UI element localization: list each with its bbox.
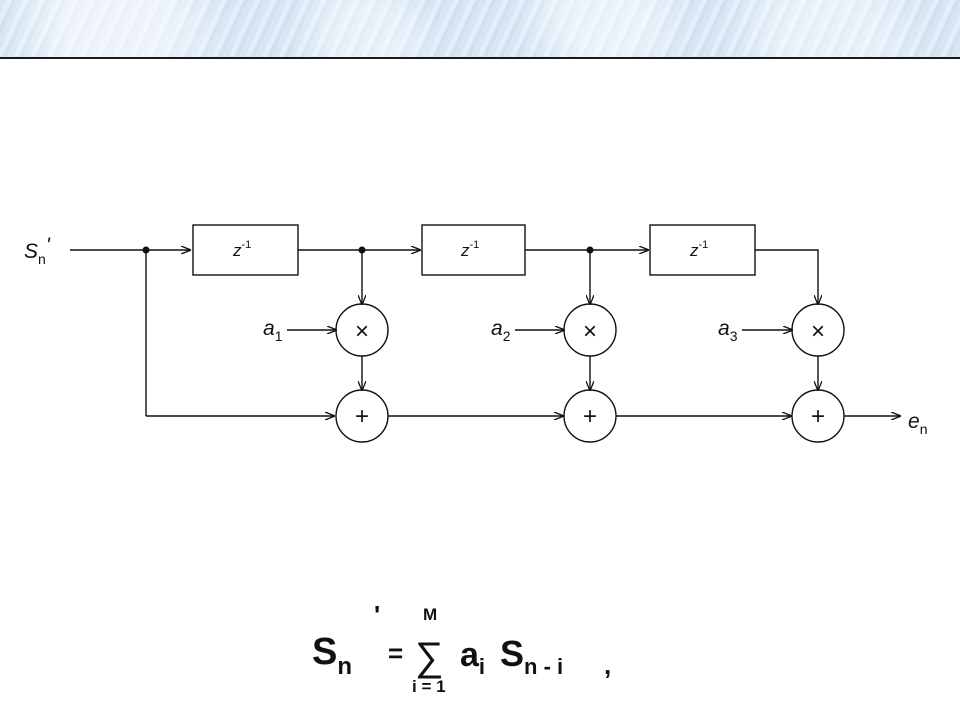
formula-equals: = bbox=[388, 638, 403, 668]
formula-sum-symbol: ∑ bbox=[415, 635, 444, 679]
adder-3 bbox=[791, 389, 845, 443]
delay-box-2 bbox=[421, 224, 526, 276]
formula-term-a: ai bbox=[460, 636, 485, 679]
add-symbol-3: + bbox=[811, 403, 825, 430]
multiply-symbol-3: × bbox=[811, 318, 825, 345]
top-banner bbox=[0, 0, 960, 59]
prediction-formula: Sn ' = M ∑ i = 1 ai Sn - i , bbox=[312, 600, 611, 696]
coefficient-label-2: a2 bbox=[491, 317, 511, 344]
formula-sum-upper: M bbox=[423, 605, 437, 624]
multiplier-2 bbox=[563, 303, 617, 357]
formula-sum-lower: i = 1 bbox=[412, 677, 446, 696]
formula-trailing: , bbox=[604, 650, 611, 680]
coefficient-label-1: a1 bbox=[263, 317, 283, 344]
junction-dot-1 bbox=[142, 246, 150, 254]
output-label: en bbox=[908, 410, 927, 437]
junction-dot-2 bbox=[358, 246, 366, 254]
junction-dot-3 bbox=[586, 246, 594, 254]
formula-term-s: Sn - i bbox=[500, 633, 563, 679]
delay-box-3 bbox=[649, 224, 756, 276]
adder-1 bbox=[335, 389, 389, 443]
wire-tap-3 bbox=[755, 249, 818, 304]
formula-lhs: Sn bbox=[312, 631, 352, 680]
delay-box-1 bbox=[192, 224, 299, 276]
coefficient-label-3: a3 bbox=[718, 317, 738, 344]
add-symbol-2: + bbox=[583, 403, 597, 430]
formula-lhs-prime: ' bbox=[374, 600, 380, 630]
multiplier-1 bbox=[335, 303, 389, 357]
input-label: Sn' bbox=[24, 234, 51, 267]
multiplier-3 bbox=[791, 303, 845, 357]
multiply-symbol-2: × bbox=[583, 318, 597, 345]
delay-label-1: z-1 bbox=[232, 239, 251, 260]
multiply-symbol-1: × bbox=[355, 318, 369, 345]
adder-2 bbox=[563, 389, 617, 443]
delay-label-3: z-1 bbox=[689, 239, 708, 260]
delay-label-2: z-1 bbox=[460, 239, 479, 260]
add-symbol-1: + bbox=[355, 403, 369, 430]
